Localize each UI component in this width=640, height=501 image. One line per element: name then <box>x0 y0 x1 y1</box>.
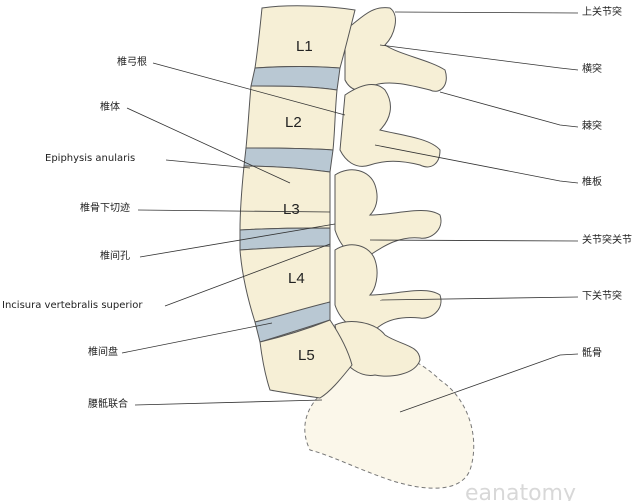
label-lamina: 椎板 <box>582 177 602 188</box>
label-pedicle: 椎弓根 <box>117 57 147 68</box>
label-facet-joint: 关节突关节 <box>582 235 632 246</box>
vertebra-label-l5: L5 <box>298 347 315 364</box>
vertebra-label-l2: L2 <box>285 114 302 131</box>
vertebra-body-l5 <box>259 319 353 399</box>
label-superior-articular-process: 上关节突 <box>582 7 622 18</box>
label-epiphysis-anularis: Epiphysis anularis <box>45 153 136 164</box>
label-incisura-superior: Incisura vertebralis superior <box>2 300 143 311</box>
label-intervertebral-foramen: 椎间孔 <box>100 251 130 262</box>
label-lumbosacral-junction: 腰骶联合 <box>88 399 128 410</box>
leader-lines <box>121 11 579 413</box>
watermark-logo: eanatomy <box>465 481 576 501</box>
label-inferior-notch: 椎骨下切迹 <box>80 203 130 214</box>
vertebra-label-l4: L4 <box>288 270 305 287</box>
posterior-elements <box>334 7 447 377</box>
sacrum <box>304 346 475 489</box>
vertebra-body-l1 <box>254 5 356 69</box>
label-transverse-process: 横突 <box>582 64 602 75</box>
label-vertebral-body: 椎体 <box>100 102 120 113</box>
label-sacrum: 骶骨 <box>582 348 602 359</box>
vertebra-label-l1: L1 <box>296 38 313 55</box>
vertebra-label-l3: L3 <box>283 201 300 218</box>
label-intervertebral-disc: 椎间盘 <box>88 347 118 358</box>
label-inferior-articular-process: 下关节突 <box>582 291 622 302</box>
label-spinous-process: 棘突 <box>582 121 602 132</box>
vertebra-body-l3 <box>239 165 331 231</box>
